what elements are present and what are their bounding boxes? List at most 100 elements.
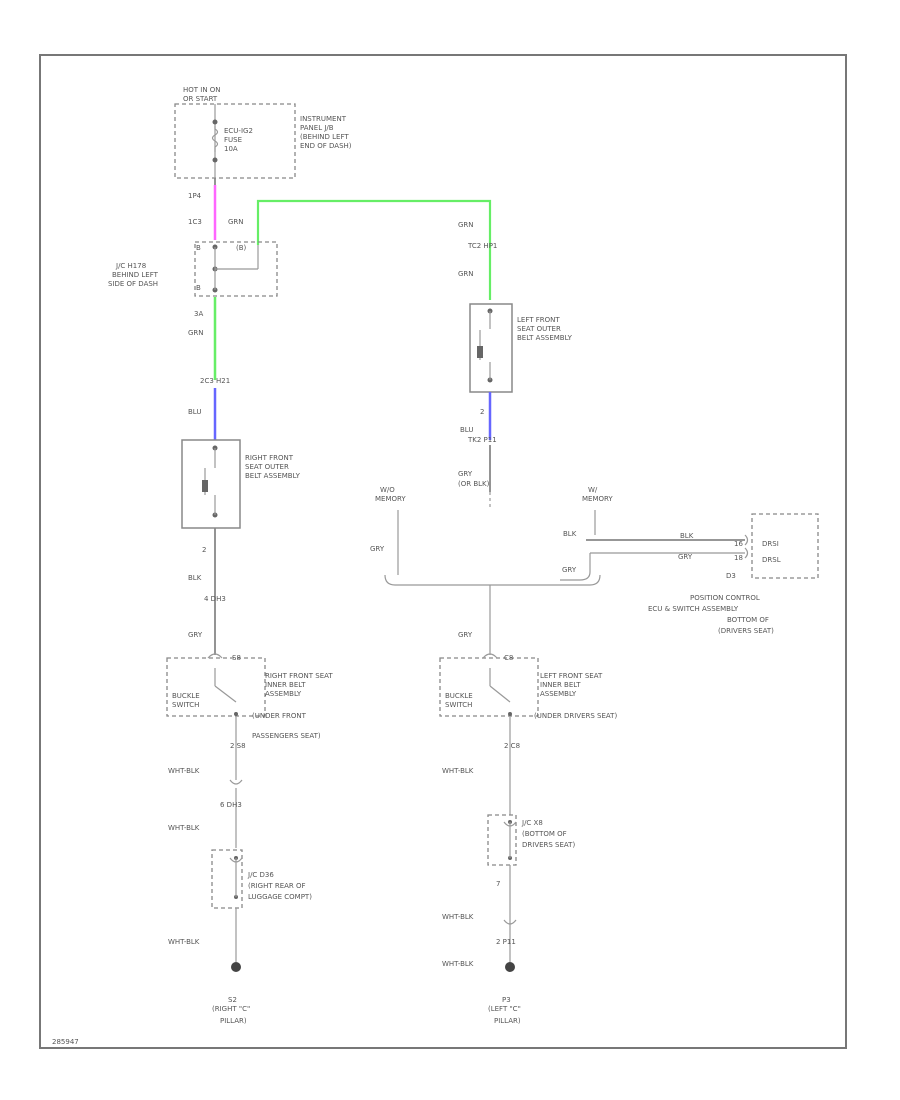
left-buckle-pin-mid: 7 xyxy=(496,880,500,888)
left-buckle-wire-3: WHT-BLK xyxy=(442,960,474,968)
left-outer-belt-assembly: GRN TC2 HP1 GRN LEFT FRONT SEAT OUTER BE… xyxy=(458,221,573,508)
junction-connector-box xyxy=(194,241,278,297)
memory-section: W/O MEMORY GRY W/ MEMORY BLK BLK GRY GRY… xyxy=(370,486,819,655)
right-ground-label-1: S2 xyxy=(228,996,237,1004)
fuse-location-4: END OF DASH) xyxy=(300,142,352,150)
ecu-desc-3: BOTTOM OF xyxy=(727,616,769,624)
left-ground-icon xyxy=(505,962,515,972)
position-control-ecu xyxy=(751,513,819,579)
footer-id: 285947 xyxy=(52,1038,79,1046)
right-ground-icon xyxy=(231,962,241,972)
right-belt-label-3: BELT ASSEMBLY xyxy=(245,472,301,480)
left-belt-label-1: LEFT FRONT xyxy=(517,316,560,324)
left-buckle-pin-top: C8 xyxy=(504,654,513,662)
left-belt-wire-color: BLU xyxy=(460,426,473,434)
wo-memory-gry: GRY xyxy=(370,545,385,553)
jc-label-2: BEHIND LEFT xyxy=(112,271,159,279)
jc-pin-2: (B) xyxy=(236,244,247,252)
right-ground-label-2: (RIGHT "C" xyxy=(212,1005,250,1013)
ecu-desc-1: POSITION CONTROL xyxy=(690,594,760,602)
connector-icon-2 xyxy=(744,547,749,559)
left-jc-icon xyxy=(503,821,517,858)
ecu-label-1: DRSI xyxy=(762,540,779,548)
fuse-header-1: HOT IN ON xyxy=(183,86,221,94)
right-buckle-label-1: BUCKLE xyxy=(172,692,200,700)
fuse-box: HOT IN ON OR START ECU-IG2 FUSE 10A INST… xyxy=(174,86,352,179)
top-grn2-label: GRN xyxy=(458,270,474,278)
left-belt-label-3: BELT ASSEMBLY xyxy=(517,334,573,342)
right-buckle-desc-1: RIGHT FRONT SEAT xyxy=(265,672,333,680)
wire-pin-2: 3A xyxy=(194,310,203,318)
wo-memory-1: W/O xyxy=(380,486,395,494)
left-belt-gry: GRY xyxy=(458,470,473,478)
right-belt-to-buckle-wires: 2 BLK 4 DH3 GRY xyxy=(188,528,226,655)
right-buckle-desc-2: INNER BELT xyxy=(265,681,306,689)
gry-wire-curve xyxy=(560,553,591,581)
left-jc-label-1: J/C X8 xyxy=(521,819,543,827)
fuse-location-3: (BEHIND LEFT xyxy=(300,133,349,141)
left-buckle-desc-1: LEFT FRONT SEAT xyxy=(540,672,603,680)
right-buckle-desc-5: PASSENGERS SEAT) xyxy=(252,732,321,740)
selector-bracket xyxy=(384,574,601,586)
left-ground-label-1: P3 xyxy=(502,996,511,1004)
left-buckle-desc-2: INNER BELT xyxy=(540,681,581,689)
left-buckle-label-2: SWITCH xyxy=(445,701,472,709)
right-buckle-desc-3: ASSEMBLY xyxy=(265,690,302,698)
left-ground-label-2: (LEFT "C" xyxy=(488,1005,521,1013)
fuse-icon xyxy=(211,126,219,152)
ecu-gry-label: GRY xyxy=(678,553,693,561)
jc-pin-1: B xyxy=(196,244,201,252)
right-jc-label-3: LUGGAGE COMPT) xyxy=(248,893,312,901)
jc-label-1: J/C H178 xyxy=(115,262,146,270)
connector-icon-1 xyxy=(744,534,749,546)
wo-memory-2: MEMORY xyxy=(375,495,406,503)
right-belt-label-1: RIGHT FRONT xyxy=(245,454,294,462)
right-conn-2: 6 DH3 xyxy=(220,801,242,809)
wire-color-2: GRN xyxy=(188,329,204,337)
wire-code-1: 1P4 xyxy=(188,192,202,200)
left-jc-label-2: (BOTTOM OF xyxy=(522,830,567,838)
ecu-pin-16: 16 xyxy=(734,540,743,548)
top-conn-label: TC2 HP1 xyxy=(467,242,497,250)
right-buckle-switch-icon xyxy=(214,668,237,720)
left-buckle-pin-bottom: 2 C8 xyxy=(504,742,520,750)
wire-split-1: 1C3 xyxy=(188,218,202,226)
fuse-header-2: OR START xyxy=(183,95,218,103)
ecu-blk-label: BLK xyxy=(680,532,694,540)
left-connector-icon xyxy=(503,919,517,925)
left-buckle-switch-icon xyxy=(489,668,511,720)
left-belt-contact-icon xyxy=(477,346,483,358)
ecu-desc-4: (DRIVERS SEAT) xyxy=(718,627,774,635)
right-buckle-desc-4: (UNDER FRONT xyxy=(252,712,307,720)
left-buckle-connector-icon xyxy=(482,653,498,659)
fuse-label-3: 10A xyxy=(224,145,238,153)
right-jc-label-1: J/C D36 xyxy=(247,871,274,879)
fuse-location-2: PANEL J/B xyxy=(300,124,334,132)
main-circuit-wires: 1P4 1C3 GRN B (B) B J/C H178 BEHIND LEFT… xyxy=(108,178,492,440)
right-buckle-pin-top: S8 xyxy=(232,654,241,662)
w-memory-1: W/ xyxy=(588,486,598,494)
left-buckle-wire-1: WHT-BLK xyxy=(442,767,474,775)
jc-label-3: SIDE OF DASH xyxy=(108,280,158,288)
right-buckle-assembly: S8 BUCKLE SWITCH RIGHT FRONT SEAT INNER … xyxy=(166,653,333,1025)
wire-color-3: BLU xyxy=(188,408,201,416)
left-jc-label-3: DRIVERS SEAT) xyxy=(522,841,575,849)
fuse-label-2: FUSE xyxy=(224,136,242,144)
wire-conn-2: 2C3 H21 xyxy=(200,377,230,385)
left-belt-switch-icon xyxy=(479,311,491,380)
right-buckle-wire-1: WHT-BLK xyxy=(168,767,200,775)
right-belt-gry: GRY xyxy=(188,631,203,639)
right-buckle-connector-icon xyxy=(207,653,223,659)
left-buckle-desc-4: (UNDER DRIVERS SEAT) xyxy=(534,712,617,720)
right-jc-icon xyxy=(229,857,243,897)
fuse-label-1: ECU-IG2 xyxy=(224,127,253,135)
right-buckle-pin-bottom: 2 S8 xyxy=(230,742,246,750)
belt-contact-icon xyxy=(202,480,208,492)
left-buckle-wire-2: WHT-BLK xyxy=(442,913,474,921)
right-belt-wire-color: BLK xyxy=(188,574,202,582)
right-jc-label-2: (RIGHT REAR OF xyxy=(248,882,306,890)
left-conn: 2 P11 xyxy=(496,938,516,946)
left-belt-conn: TK2 P11 xyxy=(467,436,497,444)
right-buckle-wire-3: WHT-BLK xyxy=(168,938,200,946)
right-belt-label-2: SEAT OUTER xyxy=(245,463,289,471)
